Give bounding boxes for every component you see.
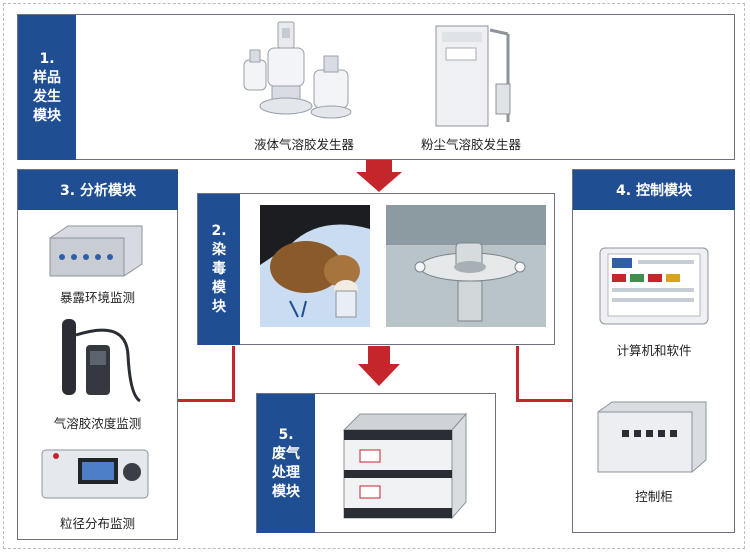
- arrow-sample-to-exposure: [356, 160, 402, 192]
- exposure-chamber-photo: [386, 205, 546, 327]
- control-module-tag: 4. 控制模块: [573, 170, 735, 210]
- aerosol-concentration-monitor-image: [62, 319, 141, 403]
- particle-size-monitor-image: [41, 449, 149, 499]
- exposure-module-number: 2.: [211, 223, 227, 239]
- sample-generation-panel: 1. 样品 发生 模块: [17, 14, 735, 160]
- exposure-module-title-line: 模: [212, 280, 226, 296]
- control-cabinet-label: 控制柜: [635, 489, 673, 504]
- waste-module-title-line: 模块: [272, 483, 300, 500]
- control-connector-vertical: [516, 346, 519, 402]
- computer-software-label: 计算机和软件: [616, 343, 692, 358]
- sample-module-number: 1.: [39, 50, 55, 67]
- waste-module-number: 5.: [278, 426, 294, 443]
- control-cabinet-image: [597, 401, 707, 473]
- analysis-connector-vertical: [232, 346, 235, 402]
- sample-module-title-line: 模块: [33, 107, 61, 124]
- analysis-module-tag: 3. 分析模块: [18, 170, 178, 210]
- exposure-module-title-line: 染: [212, 242, 226, 258]
- powder-generator-label: 粉尘气溶胶发生器: [420, 137, 521, 152]
- liquid-generator-label: 液体气溶胶发生器: [253, 137, 354, 152]
- arrow-exposure-to-waste: [358, 346, 400, 386]
- waste-module-tag: 5. 废气 处理 模块: [257, 394, 315, 533]
- exposure-module-tag: 2. 染 毒 模 块: [198, 194, 240, 345]
- exposure-module-title-line: 块: [212, 299, 226, 315]
- diagram-frame: [3, 3, 745, 549]
- sample-module-title-line: 发生: [33, 88, 61, 105]
- sample-module-tag: 1. 样品 发生 模块: [18, 15, 76, 160]
- computer-software-image: [599, 247, 709, 325]
- exposure-monitor-image: [49, 225, 143, 277]
- waste-module-title-line: 废气: [272, 445, 300, 462]
- control-connector-horizontal: [516, 399, 572, 402]
- waste-gas-unit-image: [342, 412, 468, 520]
- animal-exposure-photo: [260, 205, 370, 327]
- analysis-connector-horizontal: [178, 399, 235, 402]
- sample-module-title-line: 样品: [33, 69, 61, 86]
- particle-size-monitor-label: 粒径分布监测: [59, 516, 135, 531]
- liquid-aerosol-generator-image: [243, 21, 352, 119]
- powder-aerosol-generator-image: [435, 25, 511, 127]
- exposure-module-title-line: 毒: [212, 261, 226, 277]
- exposure-monitor-label: 暴露环境监测: [59, 290, 135, 305]
- aerosol-concentration-monitor-label: 气溶胶浓度监测: [53, 416, 142, 431]
- waste-module-title-line: 处理: [272, 464, 300, 481]
